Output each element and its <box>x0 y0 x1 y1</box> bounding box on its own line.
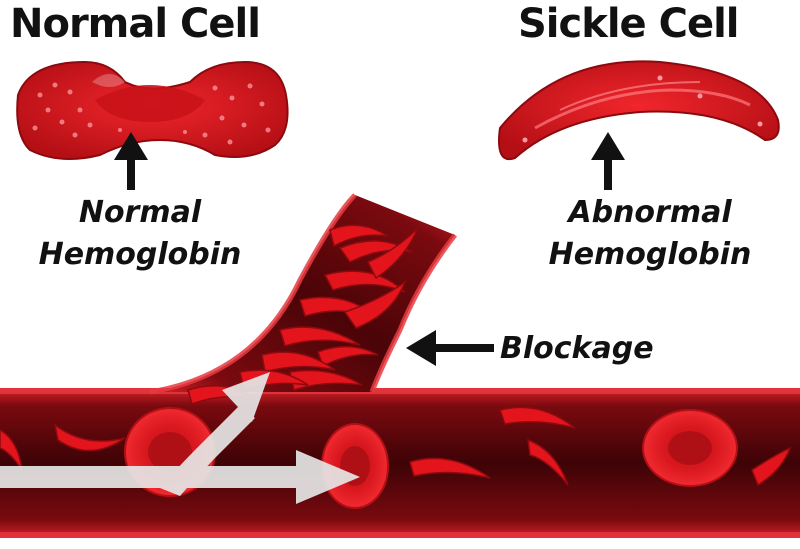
arrow-up-icon <box>591 132 625 190</box>
flow-arrow-icon <box>0 372 360 504</box>
title-sickle-cell: Sickle Cell <box>518 1 740 47</box>
caption-abnormal-hemoglobin: Abnormal Hemoglobin <box>520 192 780 276</box>
caption-line: Normal <box>78 195 202 230</box>
caption-line: Hemoglobin <box>38 237 242 272</box>
red-blood-cell <box>642 409 738 487</box>
sickle-cell-flowing <box>0 406 792 487</box>
normal-cell <box>16 60 289 160</box>
blockage-label: Blockage <box>500 331 654 366</box>
title-normal-cell: Normal Cell <box>10 1 261 47</box>
caption-line: Abnormal <box>568 195 732 230</box>
arrow-up-icon <box>114 132 148 190</box>
sickle-cell-cluster <box>187 224 419 405</box>
arrow-left-icon <box>406 330 494 366</box>
sickle-cell <box>498 60 780 161</box>
caption-normal-hemoglobin: Normal Hemoglobin <box>15 192 265 276</box>
caption-line: Hemoglobin <box>548 237 752 272</box>
